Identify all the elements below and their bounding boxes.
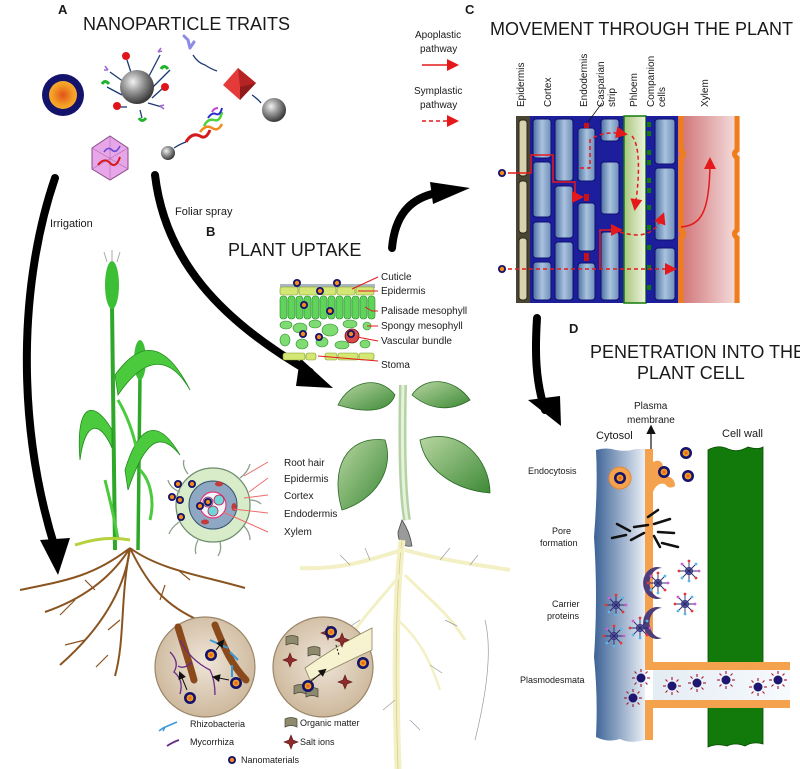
leaf-label-palisade-mesophyll: Palisade mesophyll xyxy=(381,306,467,317)
icosahedral-virus-nanoparticle-icon xyxy=(91,135,129,181)
cytosol-label: Cytosol xyxy=(596,430,633,442)
leaf-labels: Cuticle Epidermis Palisade mesophyll Spo… xyxy=(381,272,467,371)
leaf-label-stoma: Stoma xyxy=(381,360,410,371)
pathway-legend: Apoplastic pathway Symplastic pathway xyxy=(414,30,462,127)
to-movement-arrow xyxy=(388,190,436,252)
panel-d: D PENETRATION INTO THE PLANT CELL Plasma… xyxy=(520,321,800,748)
panel-b: B PLANT UPTAKE xyxy=(19,224,511,769)
cell-diagram xyxy=(594,446,790,748)
to-penetration-arrowhead xyxy=(528,396,561,426)
pore-formation-fragments xyxy=(610,508,680,549)
foliar-spray-arrow xyxy=(151,171,314,376)
apoplastic-pathway-2 xyxy=(599,224,623,268)
pore-formation-label-line2: formation xyxy=(540,538,578,548)
leaf-label-vascular-bundle: Vascular bundle xyxy=(381,336,452,347)
apoplastic-pathway-1 xyxy=(508,154,584,203)
apoplastic-pathway-xylem xyxy=(680,157,716,228)
functionalized-sphere-nanoparticle-icon xyxy=(100,47,171,122)
root-label-epidermis: Epidermis xyxy=(284,474,328,485)
seedling-plant-illustration xyxy=(337,381,491,547)
tissue-header-2-line-0: Endodermis xyxy=(579,54,590,107)
tissue-header-4-line-0: Phloem xyxy=(629,73,640,107)
leaf-cross-section xyxy=(279,276,379,362)
leaf-label-cuticle: Cuticle xyxy=(381,272,412,283)
legend-organic-matter: Organic matter xyxy=(300,718,360,728)
symplastic-label-line2: pathway xyxy=(420,100,457,111)
panel-a: A NANOPARTICLE TRAITS xyxy=(42,2,290,181)
salt-ion-icon xyxy=(283,734,299,750)
legend-mycorrhiza: Mycorrhiza xyxy=(190,737,234,747)
tissue-header-3-line-1: strip xyxy=(607,88,618,107)
legend-nanomaterials: Nanomaterials xyxy=(241,755,300,765)
tissue-header-0-line-0: Epidermis xyxy=(516,63,527,107)
leaf-label-epidermis: Epidermis xyxy=(381,286,425,297)
root-tissue-diagram xyxy=(498,102,740,304)
tissue-header-1-line-0: Cortex xyxy=(543,78,554,107)
tissue-header-5-line-1: cells xyxy=(657,87,668,107)
leaf-label-spongy-mesophyll: Spongy mesophyll xyxy=(381,321,463,332)
irrigation-arrow xyxy=(22,174,59,552)
plasmodesmata-label: Plasmodesmata xyxy=(520,675,585,685)
root-label-endodermis: Endodermis xyxy=(284,509,337,520)
organic-matter-icon xyxy=(284,717,298,728)
root-cross-section xyxy=(167,459,269,557)
apoplastic-label-line2: pathway xyxy=(420,44,457,55)
panel-d-letter: D xyxy=(569,321,578,336)
soil-inset-circle xyxy=(272,616,374,718)
panel-b-letter: B xyxy=(206,224,215,239)
irrigation-label: Irrigation xyxy=(50,218,93,230)
panel-c-title: MOVEMENT THROUGH THE PLANT xyxy=(490,19,793,39)
dna-conjugated-nanoparticle-icon xyxy=(161,107,224,160)
foliar-spray-arrowhead xyxy=(296,358,333,388)
tissue-header-3-line-0: Casparian xyxy=(596,61,607,107)
carrier-proteins-label-line2: proteins xyxy=(547,611,580,621)
wheat-plant-illustration xyxy=(74,250,191,551)
panel-a-letter: A xyxy=(58,2,68,17)
symplastic-label-line1: Symplastic xyxy=(414,86,462,97)
panel-c-letter: C xyxy=(465,2,475,17)
root-labels: Root hair Epidermis Cortex Endodermis Xy… xyxy=(284,458,337,538)
to-movement-arrowhead xyxy=(430,182,470,204)
cytosol-region xyxy=(594,448,645,742)
tissue-header-6-line-0: Xylem xyxy=(700,79,711,107)
foliar-spray-label: Foliar spray xyxy=(175,206,233,218)
rhizosphere-inset-circle xyxy=(154,616,256,718)
panel-d-title-line1: PENETRATION INTO THE xyxy=(590,342,800,362)
root-label-root-hair: Root hair xyxy=(284,458,325,469)
mechanism-labels: Endocytosis Pore formation Carrier prote… xyxy=(520,466,585,685)
tissue-header-5-line-0: Companion xyxy=(646,56,657,107)
legend-salt-ions: Salt ions xyxy=(300,737,335,747)
pore-formation-label-line1: Pore xyxy=(552,526,571,536)
rhizobacteria-icon xyxy=(158,721,178,732)
panel-b-title: PLANT UPTAKE xyxy=(228,240,361,260)
panel-d-title-line2: PLANT CELL xyxy=(637,363,745,383)
symplastic-pathway-2 xyxy=(630,135,643,211)
apoplastic-label-line1: Apoplastic xyxy=(415,30,461,41)
plasma-membrane-label-line1: Plasma xyxy=(634,401,668,412)
plasma-membrane-label-line2: membrane xyxy=(627,415,675,426)
panel-a-title: NANOPARTICLE TRAITS xyxy=(83,14,290,34)
endocytosis-label: Endocytosis xyxy=(528,466,577,476)
cell-wall-label: Cell wall xyxy=(722,428,763,440)
soil-legend: Rhizobacteria Mycorrhiza Organic matter … xyxy=(158,717,360,765)
panel-c: C MOVEMENT THROUGH THE PLANT Apoplastic … xyxy=(414,2,793,304)
symplastic-pathway-1 xyxy=(580,126,628,169)
root-label-cortex: Cortex xyxy=(284,491,313,502)
core-shell-nanoparticle-icon xyxy=(42,74,84,116)
carrier-proteins-label-line1: Carrier xyxy=(552,599,580,609)
octahedron-nanoparticle-icon xyxy=(182,34,286,122)
to-penetration-arrow xyxy=(531,314,549,414)
irrigation-arrowhead xyxy=(40,538,70,575)
legend-rhizobacteria: Rhizobacteria xyxy=(190,719,245,729)
route-arrows: Irrigation Foliar spray xyxy=(22,171,561,575)
root-label-xylem: Xylem xyxy=(284,527,312,538)
mycorrhiza-icon xyxy=(166,739,180,747)
nanomaterial-icon xyxy=(228,756,236,764)
